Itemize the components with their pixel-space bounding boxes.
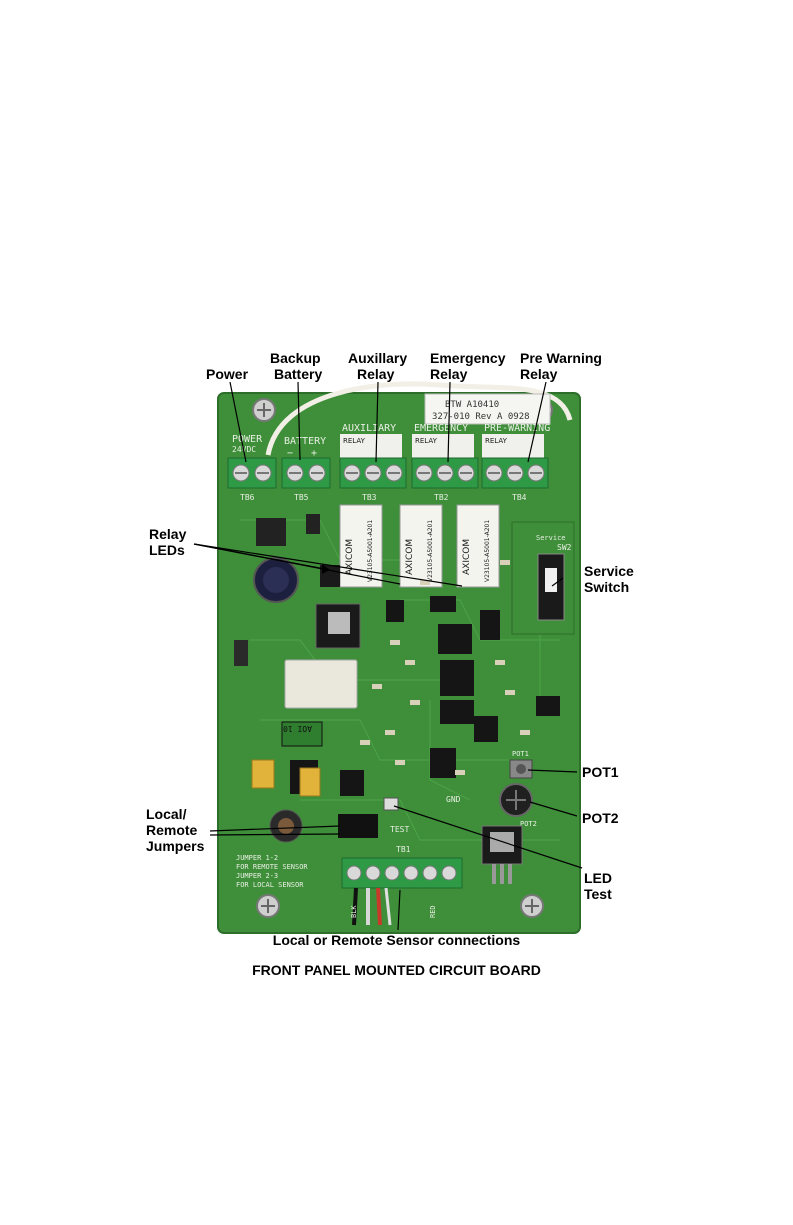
callout-local-remote-line3: Jumpers [146, 838, 205, 854]
svg-text:AXICOM: AXICOM [462, 539, 472, 575]
led-test-button [383, 797, 399, 811]
svg-text:GND: GND [446, 795, 461, 804]
svg-text:SW2: SW2 [557, 543, 572, 552]
svg-text:JUMPER 2-3: JUMPER 2-3 [236, 872, 278, 880]
svg-text:TB1: TB1 [396, 845, 411, 854]
power-resistor [284, 659, 358, 709]
aoi-marking [281, 721, 323, 747]
callout-prewarning-relay-line1: Pre Warning [520, 350, 602, 366]
svg-text:POT1: POT1 [512, 750, 529, 758]
silk-tb5: TB5 [294, 493, 309, 502]
mounting-screw [252, 398, 276, 422]
svg-text:V23105-A5001-A201: V23105-A5001-A201 [484, 520, 491, 582]
svg-text:Service: Service [536, 534, 566, 542]
callout-prewarning-relay-line2: Relay [520, 366, 558, 382]
callout-local-remote-line1: Local/ [146, 806, 187, 822]
callout-local-remote-line2: Remote [146, 822, 198, 838]
silk-auxiliary: AUXILIARY [342, 423, 396, 434]
callout-power: Power [206, 366, 249, 382]
callout-backup-battery-line2: Battery [274, 366, 323, 382]
svg-text:BLK: BLK [350, 905, 358, 918]
silk-tb4: TB4 [512, 493, 527, 502]
figure-caption: FRONT PANEL MOUNTED CIRCUIT BOARD [252, 962, 541, 978]
callout-led-test-line1: LED [584, 870, 612, 886]
tantalum-capacitor [299, 767, 321, 797]
callout-service-switch-line1: Service [584, 563, 634, 579]
svg-text:AOI 10: AOI 10 [283, 724, 312, 733]
rectifier [256, 518, 286, 546]
silk-prewarning: PRE-WARNING [484, 423, 550, 434]
svg-text:V23105-A5001-A201: V23105-A5001-A201 [367, 520, 374, 582]
terminal-block-tb1 [341, 857, 463, 889]
callout-pot2: POT2 [582, 810, 619, 826]
silk-power-voltage: 24VDC [232, 445, 256, 454]
svg-text:RELAY: RELAY [485, 437, 508, 445]
mounting-screw [256, 894, 280, 918]
callout-backup-battery-line1: Backup [270, 350, 321, 366]
relay-prewarning: AXICOM V23105-A5001-A201 [456, 504, 500, 588]
callout-emergency-relay-line1: Emergency [430, 350, 506, 366]
relay-terminal-labels: RELAY RELAY RELAY [340, 434, 544, 458]
svg-text:RELAY: RELAY [343, 437, 366, 445]
svg-text:TEST: TEST [390, 825, 409, 834]
svg-text:JUMPER 1-2: JUMPER 1-2 [236, 854, 278, 862]
svg-text:AXICOM: AXICOM [345, 539, 355, 575]
svg-text:POT2: POT2 [520, 820, 537, 828]
callout-emergency-relay-line2: Relay [430, 366, 468, 382]
relay-emergency: AXICOM V23105-A5001-A201 [399, 504, 443, 588]
callout-relay-leds-line2: LEDs [149, 542, 185, 558]
callout-pot1: POT1 [582, 764, 619, 780]
callout-relay-leds-line1: Relay [149, 526, 187, 542]
silk-tb2: TB2 [434, 493, 449, 502]
callout-led-test-line2: Test [584, 886, 612, 902]
callout-auxillary-relay-line2: Relay [357, 366, 395, 382]
serial-label-sticker: BTW A10410 327-010 Rev A 0928 [424, 393, 551, 425]
callout-service-switch-line2: Switch [584, 579, 630, 595]
silk-battery: BATTERY [284, 436, 326, 447]
terminal-block-tb6 [227, 457, 277, 489]
silk-power: POWER [232, 434, 263, 445]
callout-auxillary-relay-line1: Auxillary [348, 350, 408, 366]
mounting-screw [520, 894, 544, 918]
terminal-block-tb5 [281, 457, 331, 489]
tantalum-capacitor [251, 759, 275, 789]
svg-text:RELAY: RELAY [415, 437, 438, 445]
svg-text:V23105-A5001-A201: V23105-A5001-A201 [427, 520, 434, 582]
terminal-block-tb4 [481, 457, 549, 489]
callout-leader-lines [193, 381, 583, 931]
terminal-block-tb3 [339, 457, 407, 489]
silk-battery-plus: + [311, 448, 317, 459]
svg-text:AXICOM: AXICOM [405, 539, 415, 575]
sticker-line-2: 327-010 Rev A 0928 [432, 412, 530, 422]
svg-text:FOR REMOTE SENSOR: FOR REMOTE SENSOR [236, 863, 308, 871]
svg-text:RED: RED [429, 905, 437, 918]
svg-text:FOR LOCAL SENSOR: FOR LOCAL SENSOR [236, 881, 304, 889]
local-remote-jumper-block [338, 814, 378, 838]
sticker-line-1: BTW A10410 [445, 400, 499, 410]
silk-tb3: TB3 [362, 493, 377, 502]
silk-emergency: EMERGENCY [414, 423, 468, 434]
silk-battery-minus: − [287, 448, 293, 459]
silk-tb6: TB6 [240, 493, 255, 502]
relay-auxiliary: AXICOM V23105-A5001-A201 [339, 504, 383, 588]
terminal-block-tb2 [411, 457, 479, 489]
callout-sensor-connections: Local or Remote Sensor connections [272, 932, 521, 948]
